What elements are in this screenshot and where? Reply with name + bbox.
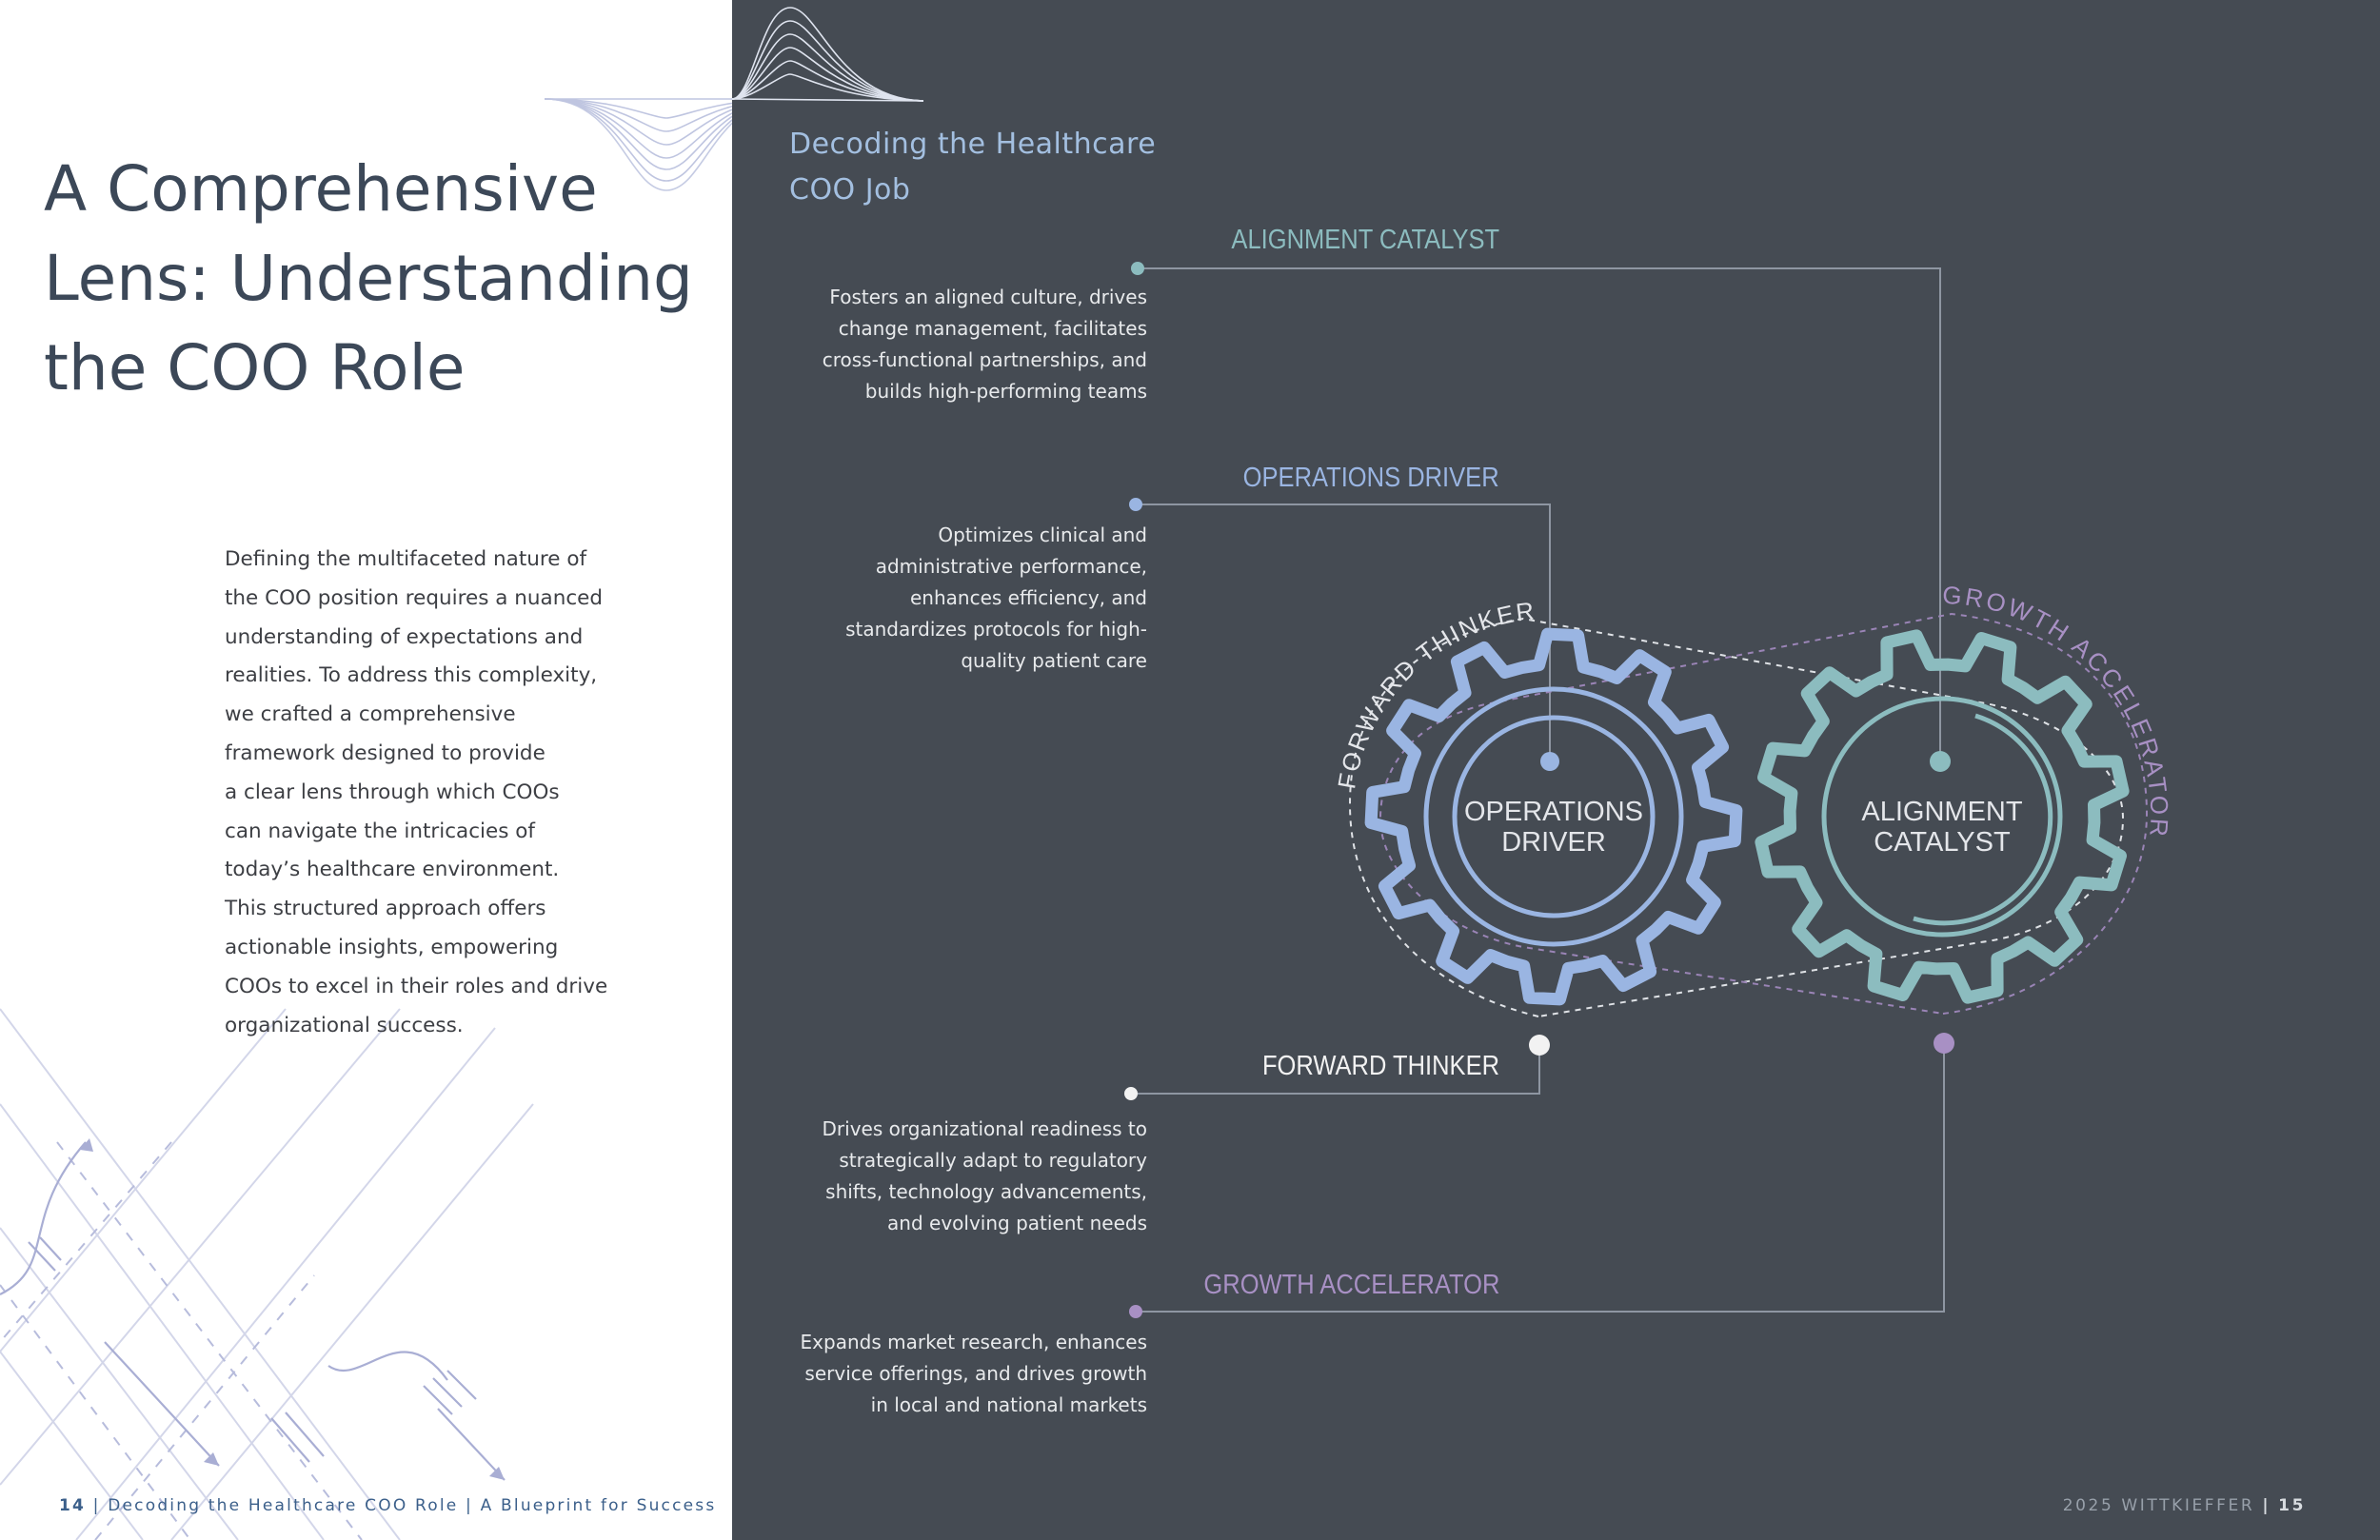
alignment-catalyst-gear — [1755, 629, 2130, 1004]
page-number: 14 — [59, 1496, 87, 1515]
intro-line: understanding of expectations and — [225, 624, 584, 649]
footer-right: 2025 WITTKIEFFER | 15 — [2063, 1496, 2306, 1515]
decorative-background-pattern — [0, 98, 732, 1540]
description-line: Fosters an aligned culture, drives — [829, 286, 1147, 308]
footer-separator: | — [466, 1496, 473, 1515]
report-subtitle: A Blueprint for Success — [480, 1496, 717, 1515]
intro-line: a clear lens through which COOs — [225, 780, 560, 804]
growth-accelerator-bullet — [1129, 1305, 1142, 1318]
gear-label-right-line1: ALIGNMENT — [1861, 797, 2022, 827]
operations-driver-inner-ring — [1452, 715, 1656, 918]
description-line: service offerings, and drives growth — [804, 1362, 1147, 1385]
description-line: Optimizes clinical and — [938, 523, 1147, 546]
footer-separator: | — [92, 1496, 101, 1515]
forward-thinker-bullet — [1124, 1087, 1138, 1100]
footer-brand: 2025 WITTKIEFFER — [2062, 1496, 2255, 1515]
role-title-alignment-catalyst: ALIGNMENT CATALYST — [1231, 225, 1499, 255]
operations-driver-dot — [1540, 752, 1559, 771]
footer-left: 14 | Decoding the Healthcare COO Role | … — [59, 1496, 716, 1515]
section-title: Decoding the Healthcare COO Job — [789, 122, 1156, 213]
description-line: builds high-performing teams — [864, 380, 1147, 403]
operations-driver-bullet — [1129, 498, 1142, 511]
description-line: Drives organizational readiness to — [822, 1117, 1147, 1140]
role-title-growth-accelerator: GROWTH ACCELERATOR — [1202, 1270, 1499, 1300]
description-line: quality patient care — [961, 649, 1147, 672]
forward-thinker-dot — [1529, 1035, 1550, 1056]
description-line: change management, facilitates — [838, 317, 1147, 340]
section-title-line: Decoding the Healthcare — [789, 128, 1157, 161]
intro-line: framework designed to provide — [225, 740, 545, 765]
gear-label-right-line2: CATALYST — [1874, 827, 2011, 858]
role-description-alignment-catalyst: Fosters an aligned culture, drives chang… — [823, 282, 1147, 407]
forward-thinker-loop — [1348, 617, 2125, 1018]
description-line: enhances efficiency, and — [909, 586, 1147, 609]
arc-text-forward-thinker: FORWARD THINKER — [1332, 596, 1537, 791]
intro-paragraph: Defining the multifaceted nature of the … — [225, 541, 625, 1045]
growth-accelerator-dot — [1934, 1033, 1954, 1054]
alignment-catalyst-arc — [1913, 713, 2053, 926]
report-title: Decoding the Healthcare COO Role — [108, 1496, 459, 1515]
description-line: administrative performance, — [875, 555, 1147, 578]
connector-lines — [1131, 267, 1945, 1313]
role-title-forward-thinker: FORWARD THINKER — [1261, 1051, 1499, 1081]
title-line: the COO Role — [44, 331, 466, 405]
title-line: Lens: Understanding — [44, 242, 693, 315]
intro-line: today’s healthcare environment. — [225, 858, 560, 882]
right-page — [732, 0, 2380, 1540]
intro-line: organizational success. — [225, 1013, 464, 1037]
role-title-operations-driver: OPERATIONS DRIVER — [1243, 463, 1499, 493]
left-page: A Comprehensive Lens: Understanding the … — [0, 0, 732, 1540]
description-line: in local and national markets — [870, 1393, 1147, 1416]
section-title-line: COO Job — [789, 173, 911, 207]
operations-driver-outer-ring — [1423, 686, 1684, 947]
description-line: cross-functional partnerships, and — [822, 348, 1147, 371]
operations-driver-gear — [1364, 627, 1743, 1006]
growth-accelerator-loop — [1378, 612, 2149, 1016]
intro-line: realities. To address this complexity, — [225, 663, 598, 688]
intro-line: we crafted a comprehensive — [225, 702, 516, 727]
wave-decoration — [731, 7, 924, 102]
role-description-operations-driver: Optimizes clinical and administrative pe… — [845, 520, 1147, 677]
description-line: standardizes protocols for high- — [845, 618, 1147, 641]
gears-group — [1364, 627, 2130, 1006]
gear-label-left-line2: DRIVER — [1501, 827, 1606, 858]
footer-separator: | — [2262, 1496, 2271, 1515]
intro-line: Defining the multifaceted nature of — [225, 547, 587, 571]
intro-line: can navigate the intricacies of — [225, 819, 536, 843]
page-title: A Comprehensive Lens: Understanding the … — [44, 145, 710, 413]
arc-text-forward-thinker-path: FORWARD THINKER — [1332, 596, 1536, 791]
intro-line: the COO position requires a nuanced — [225, 585, 604, 610]
description-line: and evolving patient needs — [887, 1212, 1147, 1234]
title-line: A Comprehensive — [44, 152, 598, 226]
alignment-catalyst-bullet — [1131, 262, 1144, 275]
description-line: shifts, technology advancements, — [825, 1180, 1147, 1203]
alignment-catalyst-dot — [1930, 751, 1951, 772]
role-description-forward-thinker: Drives organizational readiness to strat… — [823, 1114, 1147, 1239]
description-line: Expands market research, enhances — [800, 1331, 1147, 1353]
intro-line: This structured approach offers — [225, 897, 546, 921]
alignment-catalyst-ring — [1821, 696, 2063, 938]
gear-label-left-line1: OPERATIONS — [1464, 797, 1643, 827]
intro-line: COOs to excel in their roles and drive — [225, 974, 608, 998]
role-description-growth-accelerator: Expands market research, enhances servic… — [801, 1327, 1147, 1421]
description-line: strategically adapt to regulatory — [839, 1149, 1147, 1172]
page-number: 15 — [2278, 1496, 2306, 1515]
intro-line: actionable insights, empowering — [225, 935, 559, 959]
